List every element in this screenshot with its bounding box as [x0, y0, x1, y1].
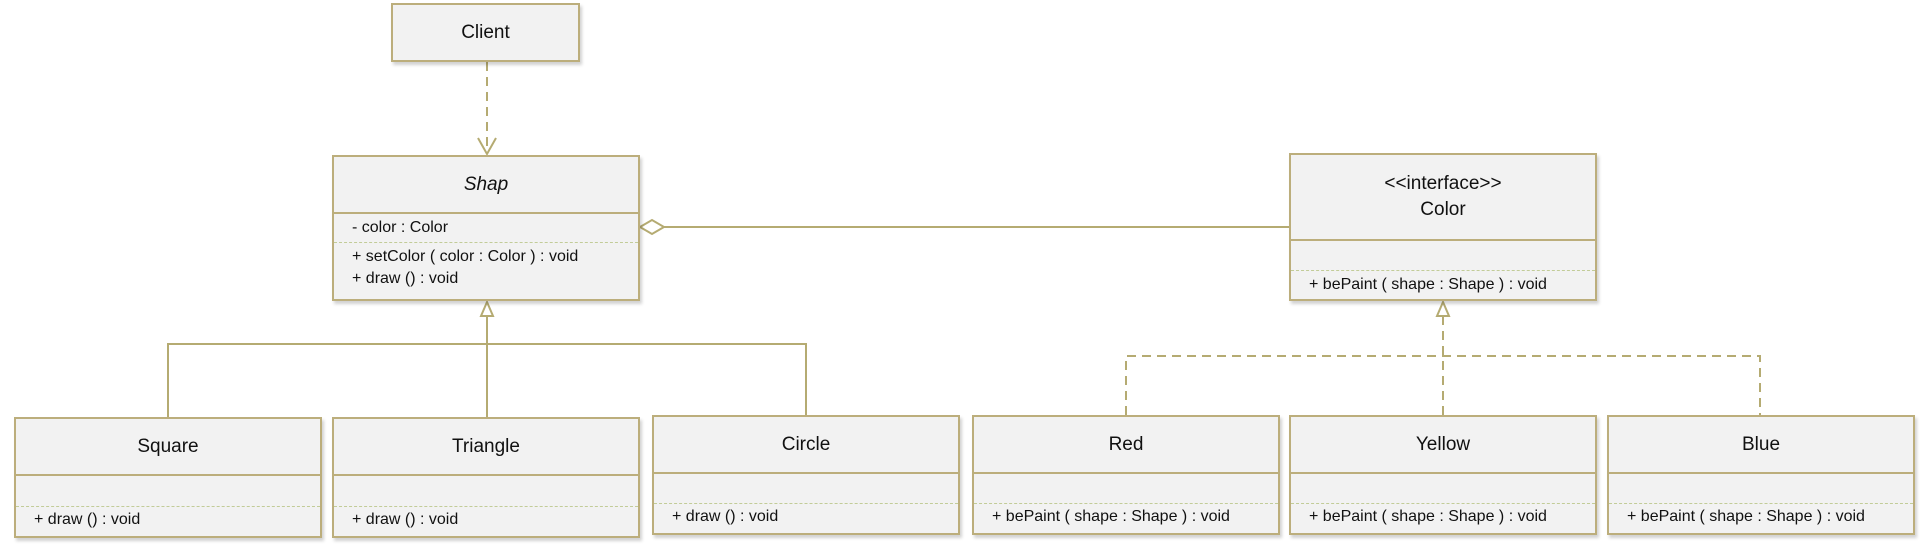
yellow-class[interactable]: Yellow + bePaint ( shape : Shape ) : voi… [1289, 415, 1597, 535]
shap-color-aggregation [638, 218, 1289, 236]
operation: + bePaint ( shape : Shape ) : void [1627, 508, 1865, 525]
class-name: Yellow [1415, 433, 1471, 455]
red-class[interactable]: Red + bePaint ( shape : Shape ) : void [972, 415, 1280, 535]
operation: + draw () : void [672, 508, 779, 525]
class-name: Shap [463, 173, 509, 195]
shape-inheritance-tree [167, 299, 807, 417]
class-name: Red [1108, 433, 1144, 455]
operation: + draw () : void [352, 511, 459, 528]
shap-class[interactable]: Shap - color : Color + setColor ( color … [332, 155, 640, 301]
blue-class[interactable]: Blue + bePaint ( shape : Shape ) : void [1607, 415, 1915, 535]
square-class[interactable]: Square + draw () : void [14, 417, 322, 538]
circle-class[interactable]: Circle + draw () : void [652, 415, 960, 535]
operation: + draw () : void [34, 511, 141, 528]
class-name: Circle [781, 433, 831, 455]
triangle-class[interactable]: Triangle + draw () : void [332, 417, 640, 538]
operation: + setColor ( color : Color ) : void [352, 248, 579, 265]
operation: + draw () : void [352, 270, 459, 287]
client-class[interactable]: Client [391, 3, 580, 62]
class-name: Triangle [452, 435, 520, 457]
color-interface[interactable]: <<interface>> Color + bePaint ( shape : … [1289, 153, 1597, 301]
class-name: Client [461, 21, 510, 43]
class-name: Square [137, 435, 199, 457]
operation: + bePaint ( shape : Shape ) : void [1309, 508, 1547, 525]
class-name: Color [1420, 199, 1466, 220]
operation: + bePaint ( shape : Shape ) : void [992, 508, 1230, 525]
stereotype-label: <<interface>> [1384, 173, 1502, 194]
attribute: - color : Color [352, 219, 449, 236]
client-shap-dependency [477, 62, 497, 157]
class-name: Blue [1741, 433, 1781, 455]
operation: + bePaint ( shape : Shape ) : void [1309, 276, 1547, 293]
color-realization-tree [1125, 299, 1761, 415]
